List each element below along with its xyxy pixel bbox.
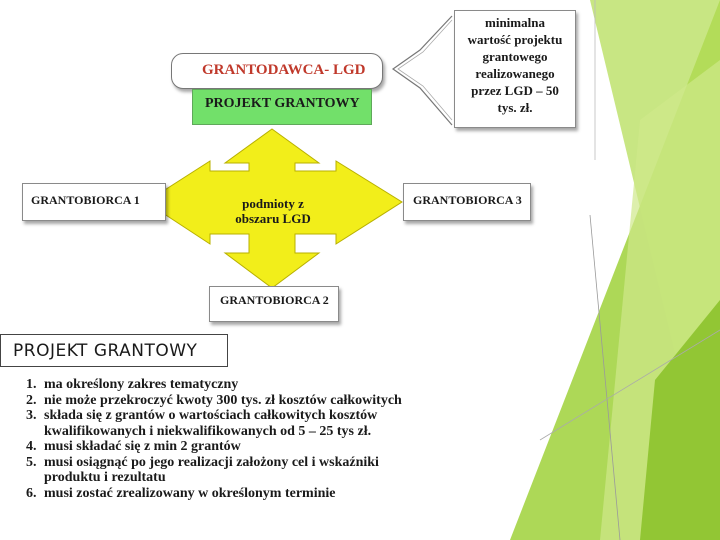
grantodawca-label: GRANTODAWCA- LGD <box>202 62 366 78</box>
list-item-number: 3. <box>26 408 37 423</box>
list-item-number: 5. <box>26 454 37 470</box>
center-label-line: obszaru LGD <box>235 211 311 226</box>
grantobiorca-3-box: GRANTOBIORCA 3 <box>403 183 531 221</box>
list-item-number: 6. <box>26 485 37 501</box>
callout-text: minimalna wartość projektu grantowego re… <box>455 14 575 116</box>
list-item-text: musi zostać zrealizowany w określonym te… <box>44 485 336 501</box>
list-item: 5. musi osiągnąć po jego realizacji zało… <box>26 455 496 486</box>
callout-line: przez LGD – 50 <box>471 83 559 98</box>
requirements-list: 1. ma określony zakres tematyczny 2. nie… <box>26 377 496 501</box>
section-heading-box: PROJEKT GRANTOWY <box>0 334 228 367</box>
callout-bracket <box>391 15 453 126</box>
deco-thin-line-1 <box>589 214 621 540</box>
list-item-text: produktu i rezultatu <box>44 470 166 485</box>
minimum-value-callout: minimalna wartość projektu grantowego re… <box>454 10 576 128</box>
list-item: 6. musi zostać zrealizowany w określonym… <box>26 486 496 502</box>
list-item: 1. ma określony zakres tematyczny <box>26 377 496 393</box>
deco-green-triangle-dark <box>640 300 720 540</box>
list-item-text: ma określony zakres tematyczny <box>44 377 239 392</box>
list-item-text: musi osiągnąć po jego realizacji założon… <box>44 454 379 470</box>
list-item-text: musi składać się z min 2 grantów <box>44 439 241 454</box>
list-item-text: kwalifikowanych i niekwalifikowanych od … <box>44 423 372 439</box>
grantobiorca-1-box: GRANTOBIORCA 1 <box>22 183 166 221</box>
callout-line: tys. zł. <box>497 100 533 115</box>
callout-line: wartość projektu <box>467 32 563 47</box>
list-item-number: 1. <box>26 377 37 392</box>
callout-line: grantowego <box>482 49 548 64</box>
list-item: 3. składa się z grantów o wartościach ca… <box>26 408 496 439</box>
projekt-grantowy-label: PROJEKT GRANTOWY <box>205 96 360 111</box>
projekt-grantowy-box: PROJEKT GRANTOWY <box>192 89 372 125</box>
section-heading: PROJEKT GRANTOWY <box>13 341 198 361</box>
center-label-line: podmioty z <box>242 196 304 211</box>
deco-thin-line-2 <box>539 329 720 441</box>
list-item-text: nie może przekroczyć kwoty 300 tys. zł k… <box>44 392 402 408</box>
center-arrow-label: podmioty z obszaru LGD <box>214 196 332 226</box>
list-item-text: składa się z grantów o wartościach całko… <box>44 408 378 423</box>
grantodawca-box: GRANTODAWCA- LGD <box>171 53 383 89</box>
grantobiorca-3-label: GRANTOBIORCA 3 <box>413 193 522 207</box>
list-item-number: 2. <box>26 392 37 408</box>
list-item: 2. nie może przekroczyć kwoty 300 tys. z… <box>26 393 496 409</box>
callout-line: minimalna <box>485 15 545 30</box>
list-item-number: 4. <box>26 439 37 454</box>
grantobiorca-1-label: GRANTOBIORCA 1 <box>31 193 140 207</box>
grantobiorca-2-box: GRANTOBIORCA 2 <box>209 286 339 322</box>
grantobiorca-2-label: GRANTOBIORCA 2 <box>220 293 329 307</box>
list-item: 4. musi składać się z min 2 grantów <box>26 439 496 455</box>
callout-bracket-inner <box>397 19 453 121</box>
callout-line: realizowanego <box>475 66 555 81</box>
